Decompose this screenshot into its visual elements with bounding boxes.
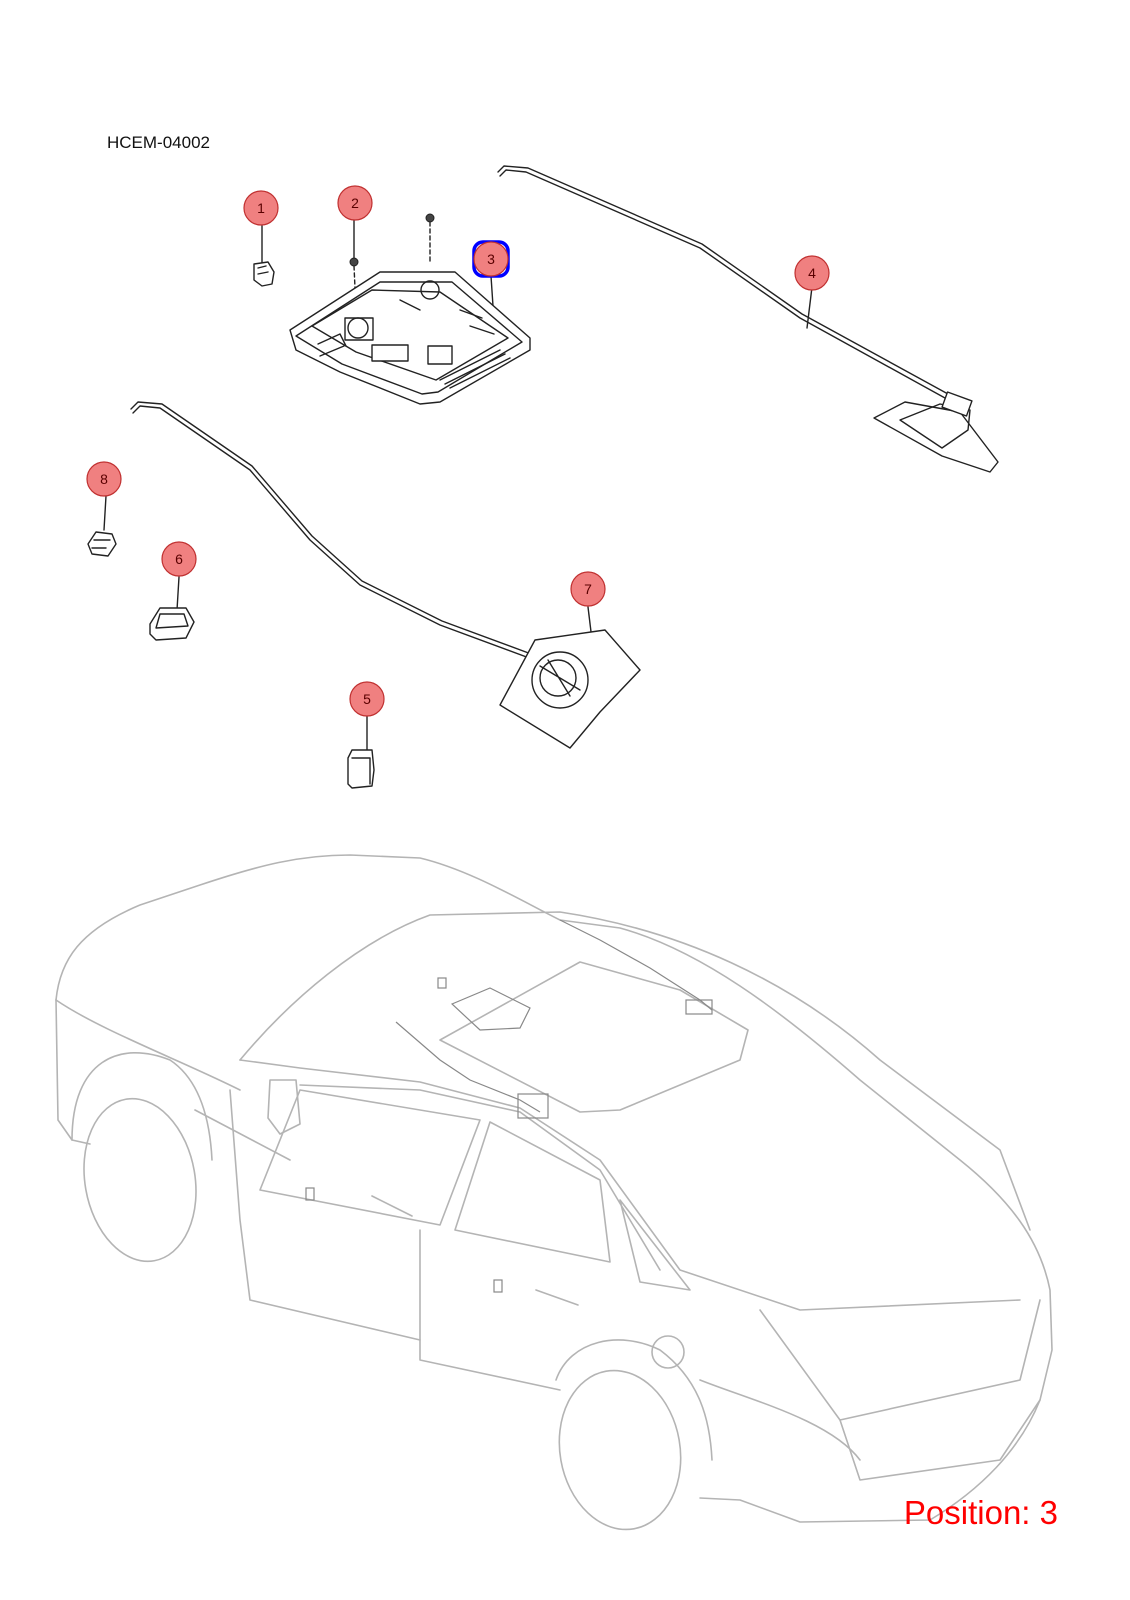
callout-7[interactable]: 7 [570,571,606,607]
callout-6-number: 6 [175,551,183,567]
part-2-screw[interactable] [349,213,435,311]
diagram-code: HCEM-04002 [107,133,210,152]
callout-8-number: 8 [100,471,108,487]
callout-3[interactable]: 3 [472,240,510,278]
callout-2-number: 2 [351,195,359,211]
vehicle-illustration [55,854,1053,1531]
callout-3-number: 3 [487,251,495,267]
callout-4[interactable]: 4 [794,255,830,291]
callout-1[interactable]: 1 [243,190,279,226]
part-7-lamp-cable[interactable] [130,401,641,749]
part-1-clip[interactable] [253,225,275,287]
part-4-cable-assembly[interactable] [497,165,999,473]
callout-5-number: 5 [363,691,371,707]
callout-7-number: 7 [584,581,592,597]
position-indicator: Position: 3 [903,1494,1058,1531]
part-6-connector[interactable] [149,576,195,641]
callout-1-number: 1 [257,200,265,216]
callout-5[interactable]: 5 [349,681,385,717]
part-3-overhead-console[interactable] [289,271,531,405]
part-5-switch[interactable] [347,715,375,789]
part-8-connector[interactable] [87,495,117,557]
callout-8[interactable]: 8 [86,461,122,497]
callout-6[interactable]: 6 [161,541,197,577]
callout-2[interactable]: 2 [337,185,373,221]
callout-4-number: 4 [808,265,816,281]
